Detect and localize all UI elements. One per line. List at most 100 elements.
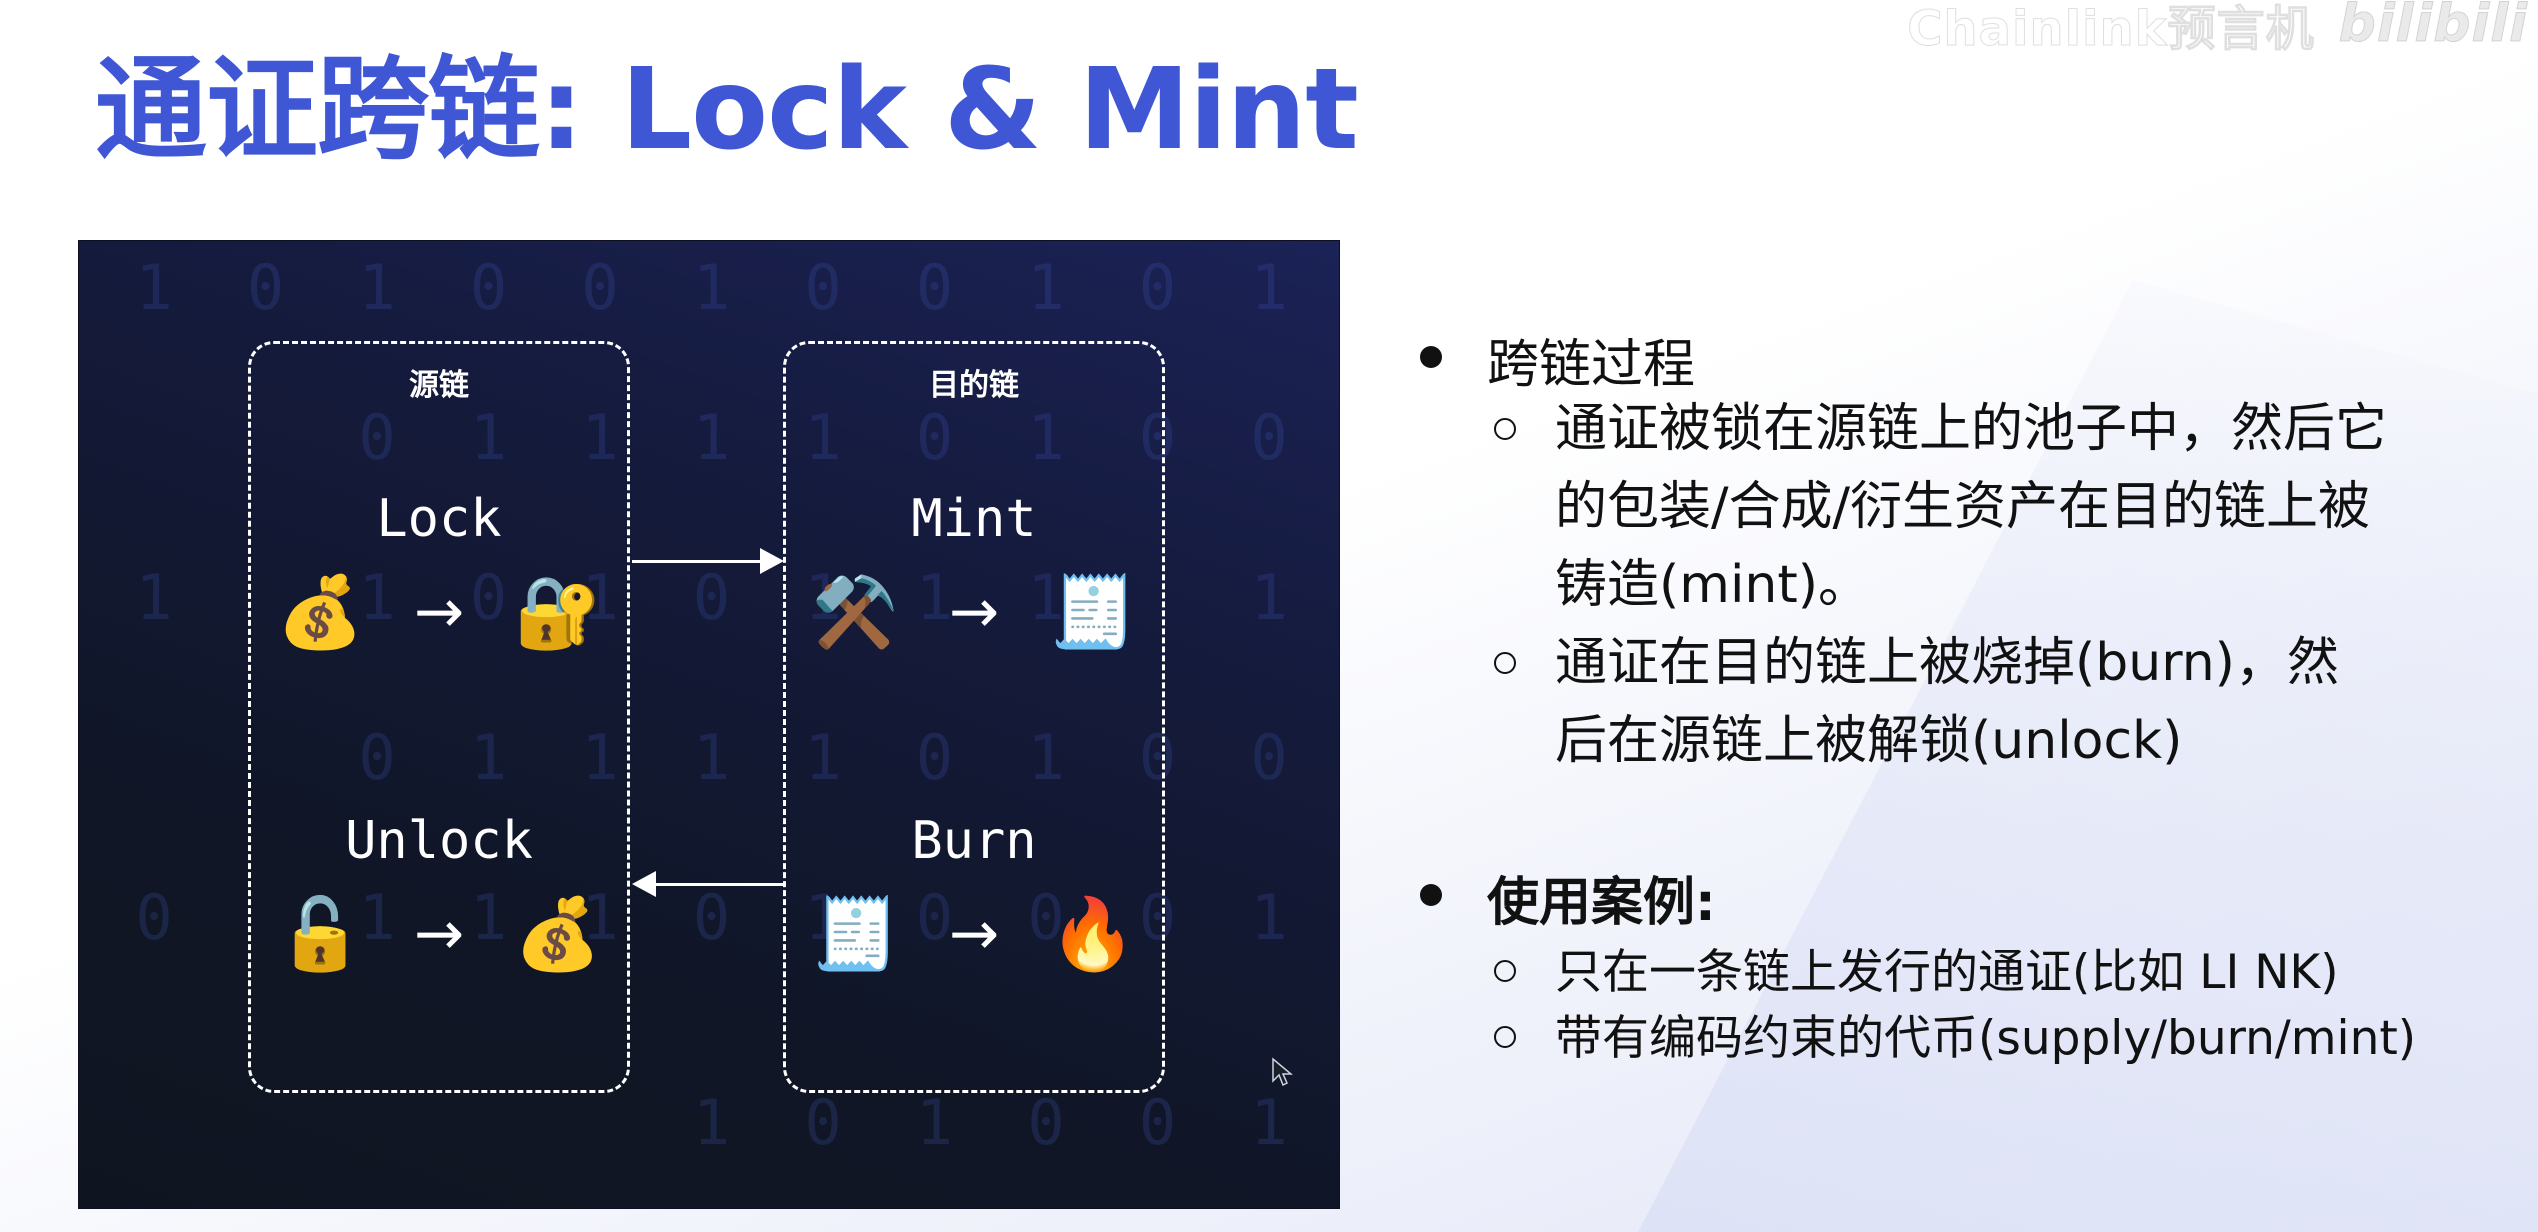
binary-digit: 1 bbox=[581, 401, 619, 474]
binary-digit: 1 bbox=[1027, 401, 1065, 474]
line: 后在源链上被解锁(unlock) bbox=[1555, 711, 2183, 771]
arrowhead-right-icon bbox=[760, 548, 784, 574]
burn-step: 🧾 → 🔥 bbox=[786, 894, 1162, 974]
binary-digit: 1 bbox=[915, 1086, 954, 1159]
slide-title: 通证跨链: Lock & Mint bbox=[95, 45, 1359, 175]
binary-digit: 1 bbox=[804, 721, 842, 794]
binary-digit: 1 bbox=[358, 561, 396, 634]
unlocked-icon: 🔓 bbox=[276, 893, 364, 975]
binary-digit: 1 bbox=[469, 721, 508, 794]
burn-label: Burn bbox=[911, 811, 1037, 871]
binary-digit: 0 bbox=[915, 721, 954, 794]
section-heading: 跨链过程 bbox=[1487, 335, 1696, 395]
hammer-and-pick-icon: ⚒️ bbox=[811, 571, 899, 653]
binary-digit: 0 bbox=[1250, 401, 1288, 474]
binary-digit: 0 bbox=[469, 251, 508, 324]
mint-label: Mint bbox=[911, 489, 1037, 549]
binary-digit: 0 bbox=[581, 251, 619, 324]
binary-digit: 1 bbox=[1250, 561, 1288, 634]
binary-digit: 1 bbox=[1250, 1086, 1288, 1159]
mouse-cursor-icon bbox=[1272, 1057, 1293, 1087]
binary-digit: 1 bbox=[581, 881, 619, 954]
unlock-step: 🔓 → 💰 bbox=[251, 894, 627, 974]
list-item-text: 带有编码约束的代币(supply/burn/mint) bbox=[1555, 1011, 2417, 1066]
binary-digit: 0 bbox=[246, 251, 285, 324]
line: 通证被锁在源链上的池子中，然后它 bbox=[1555, 399, 2388, 459]
destination-chain-box: 目的链 Mint ⚒️ → 🧾 Burn 🧾 → 🔥 bbox=[783, 341, 1165, 1093]
fire-icon: 🔥 bbox=[1049, 893, 1137, 975]
binary-digit: 0 bbox=[1027, 881, 1065, 954]
bullet-dot-icon bbox=[1420, 884, 1442, 906]
bullet-ring-icon bbox=[1494, 960, 1516, 982]
right-arrow-icon: → bbox=[413, 577, 465, 647]
binary-digit: 1 bbox=[1027, 251, 1065, 324]
bullet-ring-icon bbox=[1494, 1026, 1516, 1048]
burn-to-unlock-arrow bbox=[632, 871, 784, 897]
bullet-ring-icon bbox=[1494, 418, 1516, 440]
binary-digit: 0 bbox=[1138, 1086, 1177, 1159]
unlock-label: Unlock bbox=[345, 811, 533, 871]
binary-digit: 1 bbox=[581, 561, 619, 634]
binary-digit: 0 bbox=[915, 401, 954, 474]
source-chain-label: 源链 bbox=[409, 368, 469, 403]
source-chain-box: 源链 Lock 💰 → 🔐 Unlock 🔓 → 💰 bbox=[248, 341, 630, 1093]
list-item-text: 通证被锁在源链上的池子中，然后它 的包装/合成/衍生资产在目的链上被 铸造(mi… bbox=[1555, 390, 2387, 624]
binary-digit: 1 bbox=[804, 881, 842, 954]
binary-digit: 1 bbox=[1027, 561, 1065, 634]
binary-digit: 1 bbox=[1250, 251, 1288, 324]
section-heading: 使用案例: bbox=[1487, 873, 1716, 933]
binary-digit: 1 bbox=[804, 561, 842, 634]
money-bag-icon: 💰 bbox=[514, 893, 602, 975]
receipt-icon: 🧾 bbox=[1049, 571, 1137, 653]
line: 的包装/合成/衍生资产在目的链上被 bbox=[1555, 477, 2371, 537]
binary-digit: 0 bbox=[692, 881, 731, 954]
right-arrow-icon: → bbox=[948, 899, 1000, 969]
lock-to-mint-arrow bbox=[632, 548, 784, 574]
binary-digit: 1 bbox=[135, 561, 173, 634]
watermark-channel: Chainlink预言机 bbox=[1907, 1, 2315, 58]
list-item-text: 只在一条链上发行的通证(比如 LI NK) bbox=[1555, 945, 2339, 1000]
destination-chain-label: 目的链 bbox=[929, 368, 1019, 403]
bullet-dot-icon bbox=[1420, 346, 1442, 368]
binary-digit: 0 bbox=[358, 721, 396, 794]
binary-digit: 1 bbox=[692, 251, 731, 324]
right-arrow-icon: → bbox=[413, 899, 465, 969]
mint-step: ⚒️ → 🧾 bbox=[786, 572, 1162, 652]
binary-digit: 1 bbox=[469, 401, 508, 474]
binary-digit: 0 bbox=[1250, 721, 1288, 794]
locked-with-key-icon: 🔐 bbox=[514, 571, 602, 653]
binary-digit: 1 bbox=[692, 1086, 731, 1159]
binary-digit: 0 bbox=[469, 561, 508, 634]
binary-digit: 0 bbox=[1138, 881, 1177, 954]
binary-digit: 1 bbox=[692, 721, 731, 794]
binary-digit: 1 bbox=[581, 721, 619, 794]
binary-digit: 0 bbox=[1138, 401, 1177, 474]
binary-digit: 1 bbox=[692, 401, 731, 474]
right-arrow-icon: → bbox=[948, 577, 1000, 647]
lock-step: 💰 → 🔐 bbox=[251, 572, 627, 652]
list-item-text: 通证在目的链上被烧掉(burn)，然 后在源链上被解锁(unlock) bbox=[1555, 624, 2339, 780]
bilibili-logo-icon: bilibili bbox=[2338, 0, 2528, 55]
binary-digit: 1 bbox=[1027, 721, 1065, 794]
line: 通证在目的链上被烧掉(burn)，然 bbox=[1555, 633, 2339, 693]
binary-digit: 1 bbox=[135, 251, 173, 324]
watermark: Chainlink预言机 bilibili bbox=[1907, 0, 2538, 58]
binary-digit: 1 bbox=[1250, 881, 1288, 954]
binary-digit: 0 bbox=[1027, 1086, 1065, 1159]
binary-digit: 1 bbox=[469, 881, 508, 954]
line: 铸造(mint)。 bbox=[1555, 555, 1871, 615]
arrowhead-left-icon bbox=[632, 871, 656, 897]
money-bag-icon: 💰 bbox=[276, 571, 364, 653]
binary-digit: 1 bbox=[915, 561, 954, 634]
binary-digit: 0 bbox=[135, 881, 173, 954]
binary-digit: 0 bbox=[804, 251, 842, 324]
binary-digit: 0 bbox=[915, 251, 954, 324]
binary-digit: 0 bbox=[804, 1086, 842, 1159]
receipt-icon: 🧾 bbox=[811, 893, 899, 975]
binary-digit: 0 bbox=[1138, 721, 1177, 794]
lock-label: Lock bbox=[376, 489, 502, 549]
binary-digit: 0 bbox=[692, 561, 731, 634]
binary-digit: 0 bbox=[915, 881, 954, 954]
binary-digit: 1 bbox=[358, 251, 396, 324]
